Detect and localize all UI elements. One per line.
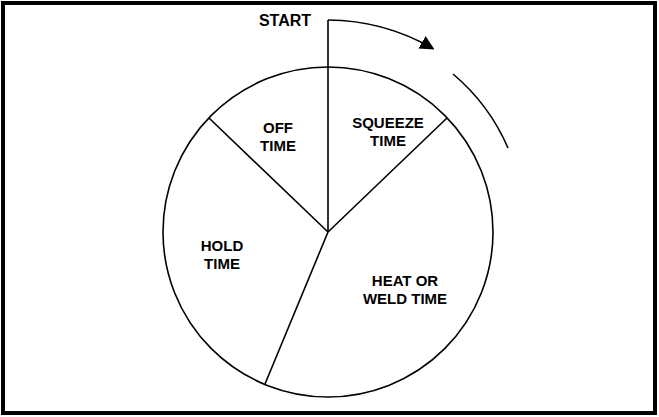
sector-text: SQUEEZE TIME: [343, 114, 433, 150]
sector-divider: [209, 118, 328, 232]
sector-text: OFF TIME: [253, 119, 303, 155]
frame-border: [3, 3, 655, 413]
start-line: [327, 20, 329, 232]
sector-text: HOLD TIME: [194, 237, 250, 273]
start-label: START: [259, 11, 311, 30]
cycle-sector: HEAT OR WELD TIME: [355, 272, 455, 308]
direction-arrow: [328, 20, 432, 48]
sector-divider: [265, 232, 328, 384]
direction-arc: [453, 74, 508, 148]
cycle-sector: SQUEEZE TIME: [343, 114, 433, 150]
cycle-sector: OFF TIME: [253, 119, 303, 155]
sector-text: HEAT OR WELD TIME: [355, 272, 455, 308]
cycle-sector: HOLD TIME: [194, 237, 250, 273]
